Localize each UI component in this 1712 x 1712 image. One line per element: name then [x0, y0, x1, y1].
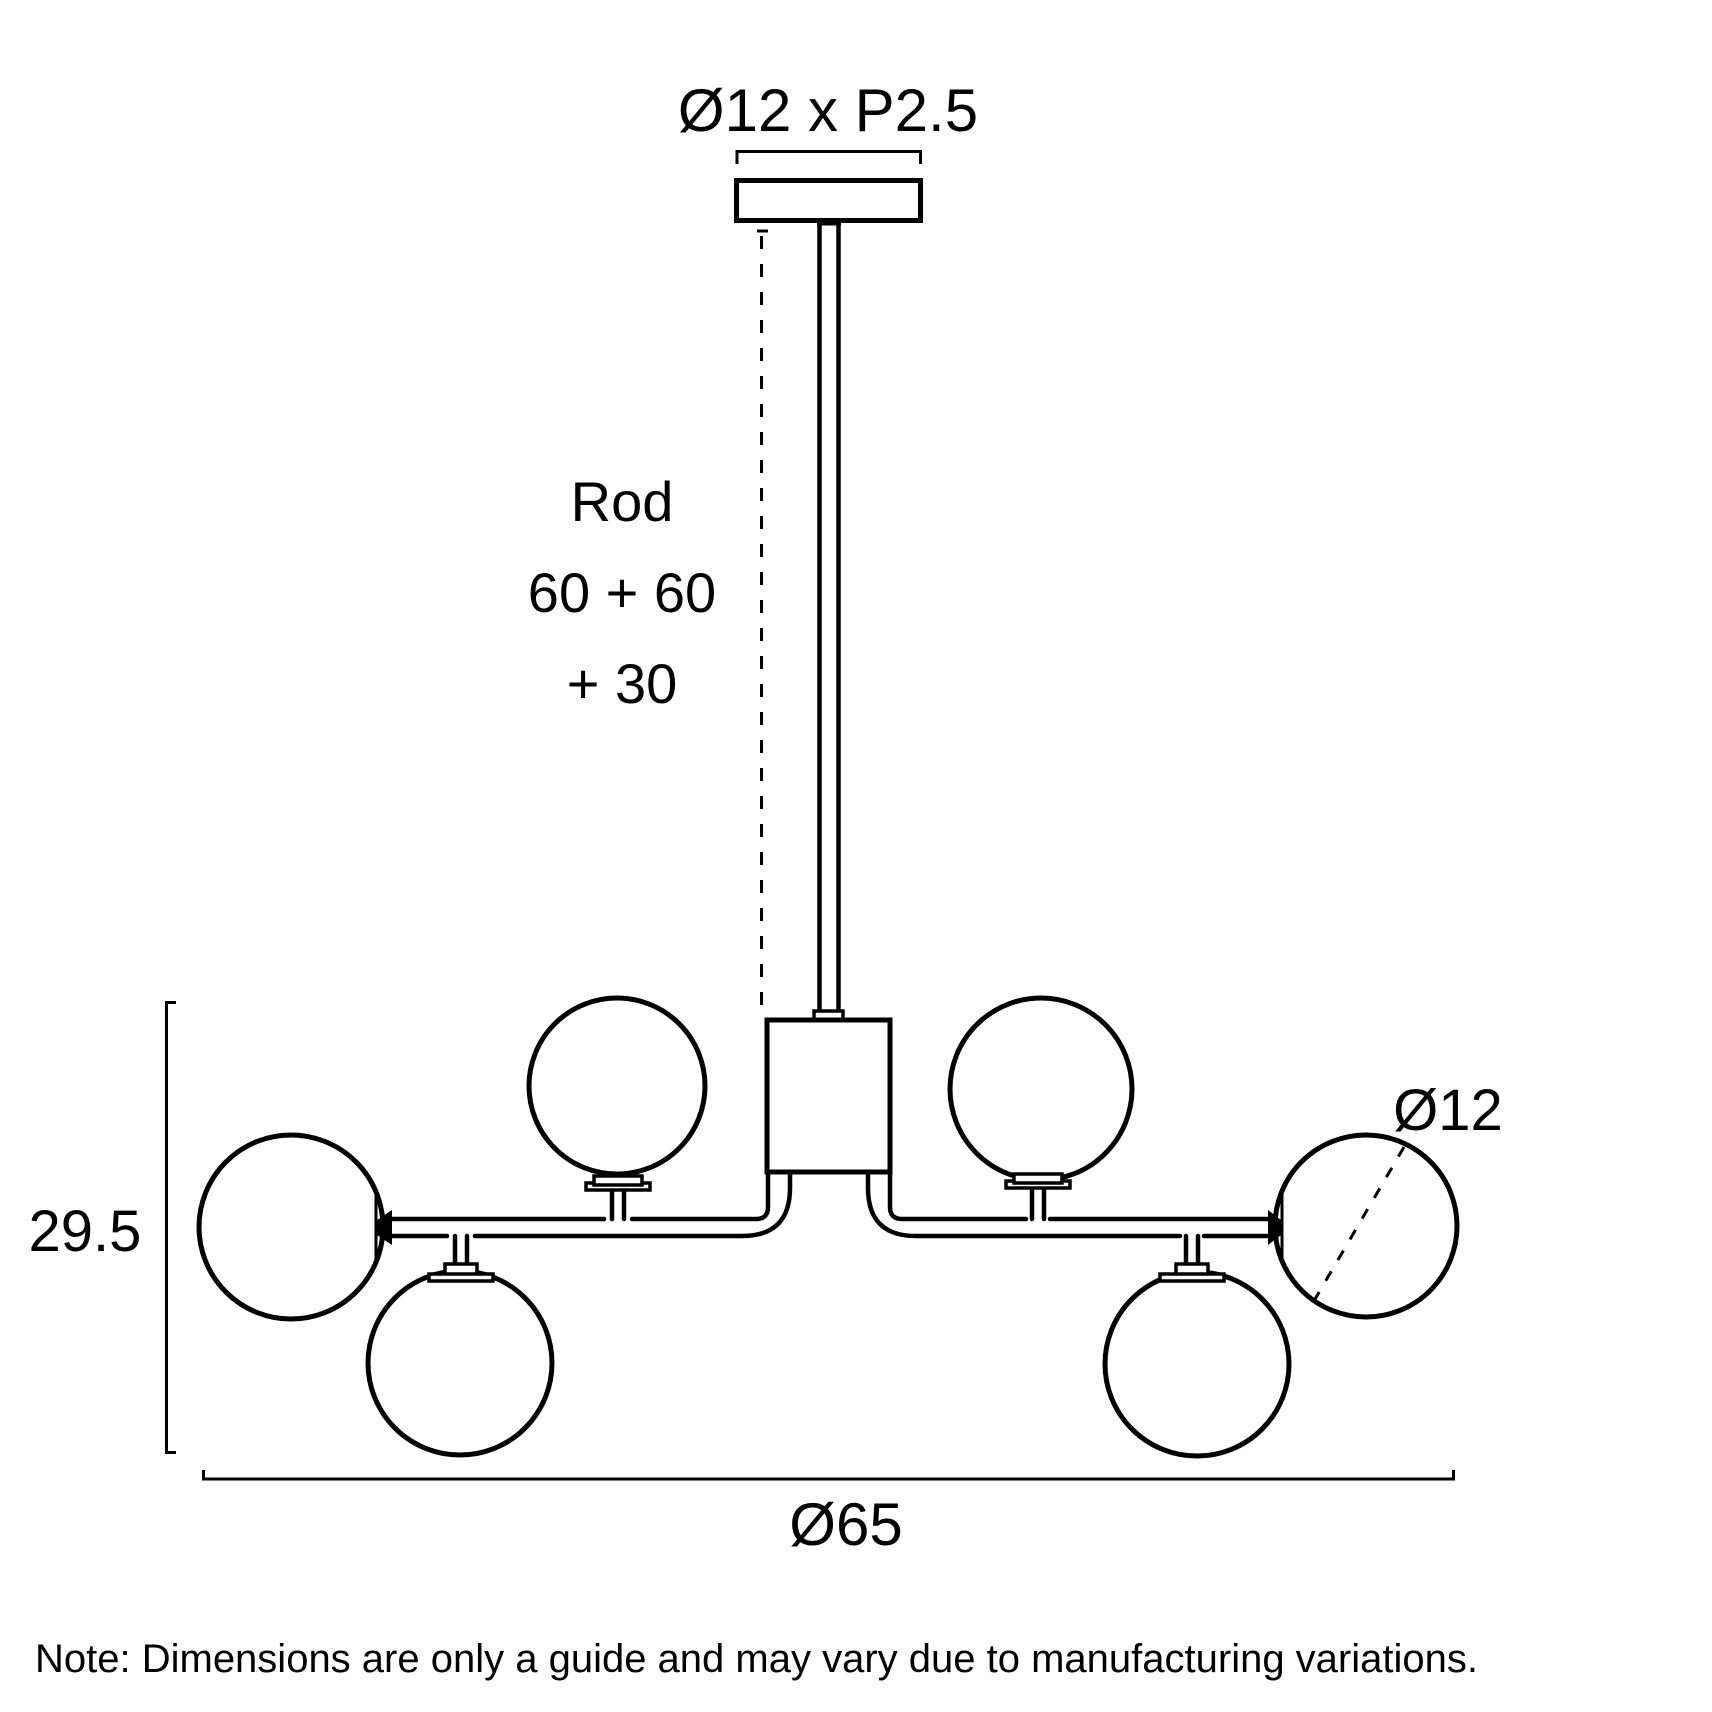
globes	[196, 995, 1460, 1459]
width-dimension-label: Ø65	[789, 1491, 902, 1558]
upper-right-globe-neck	[1012, 1172, 1064, 1185]
upper-right-stem	[1029, 1185, 1047, 1222]
left-globe-socket-cone	[377, 1210, 392, 1245]
footnote: Note: Dimensions are only a guide and ma…	[35, 1637, 1478, 1681]
lower-left-globe-flange	[427, 1272, 495, 1283]
width-dimension-line	[202, 1470, 1455, 1481]
globe-right	[1272, 1132, 1460, 1320]
upper-left-globe-neck	[592, 1174, 644, 1187]
rod-label-line3: + 30	[567, 652, 678, 715]
left-arm-top-line-b	[629, 1169, 771, 1222]
globe-upper-left	[526, 995, 708, 1177]
left-arm-bottom-line-b	[472, 1169, 793, 1239]
globe-diameter-label: Ø12	[1393, 1078, 1503, 1143]
central-body	[764, 1009, 893, 1175]
central-hub-box	[764, 1017, 893, 1175]
globe-lower-left	[365, 1268, 555, 1458]
canopy-dimension-bracket	[735, 150, 922, 164]
height-dimension-label: 29.5	[29, 1199, 142, 1264]
globe-diameter-dashed-line	[1309, 1146, 1406, 1307]
rod-dimension: Rod 60 + 60 + 30	[528, 229, 768, 1006]
lower-right-stem	[1183, 1233, 1201, 1270]
canopy-dimension: Ø12 x P2.5	[678, 77, 978, 164]
rod-label-line2: 60 + 60	[528, 561, 716, 624]
lower-right-globe-flange	[1158, 1272, 1226, 1283]
right-arm-top-line-a	[887, 1169, 1029, 1222]
upper-left-stem	[609, 1187, 627, 1222]
globe-lower-right	[1102, 1269, 1292, 1459]
globe-left	[196, 1132, 386, 1322]
rod-label-line1: Rod	[571, 470, 674, 533]
right-arm-bottom-line-a	[865, 1169, 1183, 1239]
globe-upper-right	[947, 995, 1135, 1183]
globe-fittings	[374, 1172, 1284, 1283]
height-dimension: 29.5	[29, 1001, 176, 1454]
globe-diameter-dimension: Ø12	[1309, 1078, 1503, 1307]
width-dimension: Ø65	[202, 1470, 1455, 1558]
arm-tubes	[389, 1169, 1271, 1270]
canopy-dimension-label: Ø12 x P2.5	[678, 77, 978, 144]
height-dimension-bracket	[165, 1001, 176, 1454]
right-globe-socket-cone	[1268, 1210, 1281, 1245]
lower-left-stem	[452, 1233, 470, 1270]
ceiling-plate	[734, 178, 923, 223]
canopy-and-rod	[734, 178, 923, 1014]
